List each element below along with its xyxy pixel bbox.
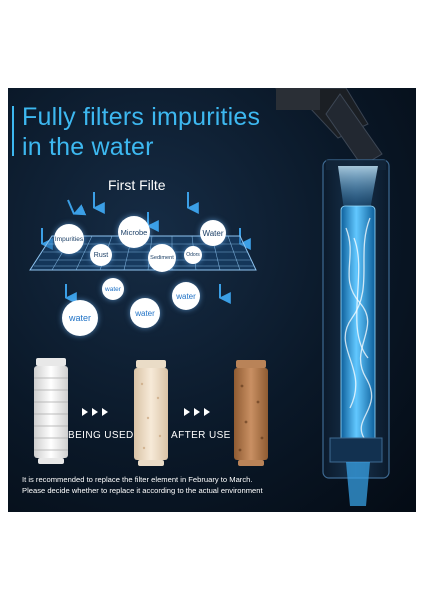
stage-label-after-use: AFTER USE: [171, 430, 231, 441]
particle-microbe: Microbe: [118, 216, 150, 248]
filtered-water-drop: water: [172, 282, 200, 310]
new-cartridge-icon: [34, 358, 68, 464]
stage-label-being-used: BEING USED: [68, 430, 134, 441]
replacement-note: It is recommended to replace the filter …: [22, 475, 263, 496]
shower-filter-illustration: [275, 88, 390, 506]
replacement-note-line-1: It is recommended to replace the filter …: [22, 475, 253, 484]
spent-cartridge-icon: [234, 360, 268, 466]
filter-mesh: [29, 235, 257, 271]
particle-odors: Odors: [184, 246, 202, 264]
flow-arrow-icons: [40, 192, 251, 304]
filtered-water-drop: water: [130, 298, 160, 328]
used-cartridge-icon: [134, 360, 168, 466]
particle-sediment: Sediment: [148, 244, 176, 272]
headline-line-1: Fully filters impurities: [22, 103, 261, 131]
replacement-note-line-2: Please decide whether to replace it acco…: [22, 485, 263, 495]
headline-accent-bar: [12, 106, 14, 156]
headline-line-2: in the water: [22, 133, 154, 161]
progress-arrow-icons: [82, 408, 210, 416]
particle-water: Water: [200, 220, 226, 246]
particle-impurities: Impurities: [54, 224, 84, 254]
product-infographic: Fully filters impurities in the water Fi…: [8, 88, 416, 512]
diagram-title: First Filte: [108, 177, 166, 193]
filtered-water-drop: water: [62, 300, 98, 336]
particle-rust: Rust: [90, 244, 112, 266]
filtered-water-drop: water: [102, 278, 124, 300]
cartridge-stages: [34, 358, 268, 466]
filter-mesh-diagram: [29, 192, 257, 304]
headline: Fully filters impurities in the water: [22, 102, 260, 162]
